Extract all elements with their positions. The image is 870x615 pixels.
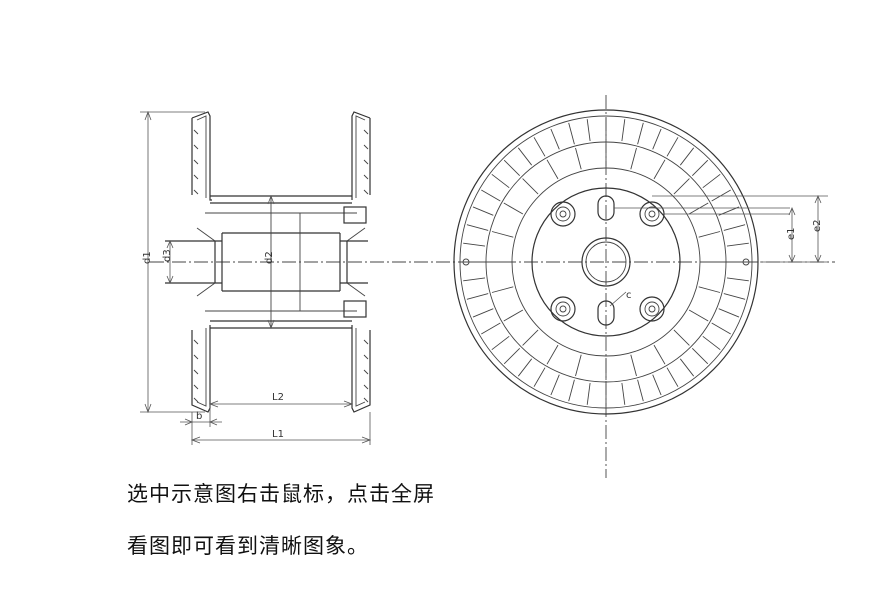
- drive-hole-top-left: [550, 201, 576, 227]
- label-e1: e1: [786, 227, 797, 240]
- side-view: [150, 111, 835, 413]
- flange-rib: [472, 308, 494, 318]
- right-flange-bottom-outline: [351, 325, 371, 413]
- left-flange-top-outline: [191, 111, 212, 201]
- flange-rib: [503, 347, 521, 365]
- left-flange-bottom-outline: [191, 325, 211, 413]
- flange-rib: [653, 159, 666, 180]
- flange-rib: [688, 309, 709, 322]
- flange-rib: [637, 122, 644, 145]
- label-d3: d3: [162, 249, 173, 262]
- flange-rib: [491, 231, 514, 238]
- front-dimensions: e1 e2 c: [609, 194, 828, 307]
- flange-rib: [718, 308, 740, 318]
- flange-rib: [698, 231, 721, 238]
- flange-rib: [586, 382, 591, 405]
- slot-bottom: [597, 300, 615, 326]
- caption-line-2: 看图即可看到清晰图象。: [127, 534, 369, 558]
- hub-circle: [531, 187, 681, 337]
- drive-hole-bottom-right: [639, 296, 665, 322]
- flange-rib: [568, 122, 575, 145]
- caption-line-1: 选中示意图右击鼠标，点击全屏: [127, 482, 435, 506]
- flange-rib: [546, 159, 559, 180]
- label-L2: L2: [272, 392, 284, 403]
- flange-rib: [723, 293, 746, 300]
- flange-ribs: [462, 118, 750, 406]
- flange-rib: [711, 322, 731, 335]
- flange-rib: [673, 178, 690, 195]
- flange-rib: [503, 159, 521, 177]
- flange-rib: [517, 147, 533, 166]
- flange-rib: [517, 358, 533, 377]
- flange-rib: [503, 202, 524, 215]
- flange-rib: [711, 189, 731, 202]
- flange-rib: [702, 173, 721, 189]
- flange-rib: [463, 242, 486, 247]
- flange-rib: [575, 354, 582, 377]
- label-L1: L1: [272, 429, 284, 440]
- flange-rib: [621, 119, 626, 142]
- flange-rib: [698, 286, 721, 293]
- flange-rib: [723, 224, 746, 231]
- flange-rib: [568, 379, 575, 402]
- flange-rib: [533, 367, 546, 387]
- flange-rib: [688, 202, 709, 215]
- flange-rib: [491, 335, 510, 351]
- flange-rib: [575, 147, 582, 170]
- flange-rib: [691, 159, 709, 177]
- flange-rib: [586, 119, 591, 142]
- flange-rib: [466, 224, 489, 231]
- flange-rib: [621, 382, 626, 405]
- flange-rib: [481, 189, 501, 202]
- flange-rib: [472, 206, 494, 216]
- flange-rib: [546, 344, 559, 365]
- flange-rib: [481, 322, 501, 335]
- right-flange-top-outline: [351, 111, 371, 200]
- flange-rib: [673, 329, 690, 346]
- label-e2: e2: [812, 219, 823, 232]
- label-c: c: [626, 290, 632, 301]
- bore-hole: [581, 237, 631, 287]
- flange-outer-circle: [453, 109, 759, 415]
- flange-rib: [491, 173, 510, 189]
- flange-rib: [466, 293, 489, 300]
- flange-rib: [630, 354, 637, 377]
- flange-rib: [652, 374, 662, 396]
- flange-rib: [679, 358, 695, 377]
- flange-rib: [630, 147, 637, 170]
- flange-rib: [726, 277, 749, 282]
- flange-rib: [522, 329, 539, 346]
- drive-hole-bottom-left: [550, 296, 576, 322]
- flange-rib: [503, 309, 524, 322]
- flange-rib: [679, 147, 695, 166]
- label-b: b: [196, 411, 202, 422]
- front-view: [453, 95, 759, 478]
- flange-rib: [652, 128, 662, 150]
- flange-rib: [522, 178, 539, 195]
- section-hatching: [193, 129, 369, 403]
- label-d2: d2: [264, 251, 275, 264]
- flange-rib: [550, 374, 560, 396]
- flange-rib: [666, 137, 679, 157]
- flange-rib: [691, 347, 709, 365]
- flange-rib: [702, 335, 721, 351]
- drive-hole-top-right: [639, 201, 665, 227]
- flange-rib: [463, 277, 486, 282]
- flange-rib: [533, 137, 546, 157]
- flange-rib: [550, 128, 560, 150]
- label-d1: d1: [142, 251, 153, 264]
- flange-rib: [653, 344, 666, 365]
- side-dimensions: d1 d3 d2 L2 b L1: [140, 110, 372, 445]
- flange-rib: [637, 379, 644, 402]
- flange-rib: [666, 367, 679, 387]
- flange-rib: [726, 242, 749, 247]
- flange-rib: [491, 286, 514, 293]
